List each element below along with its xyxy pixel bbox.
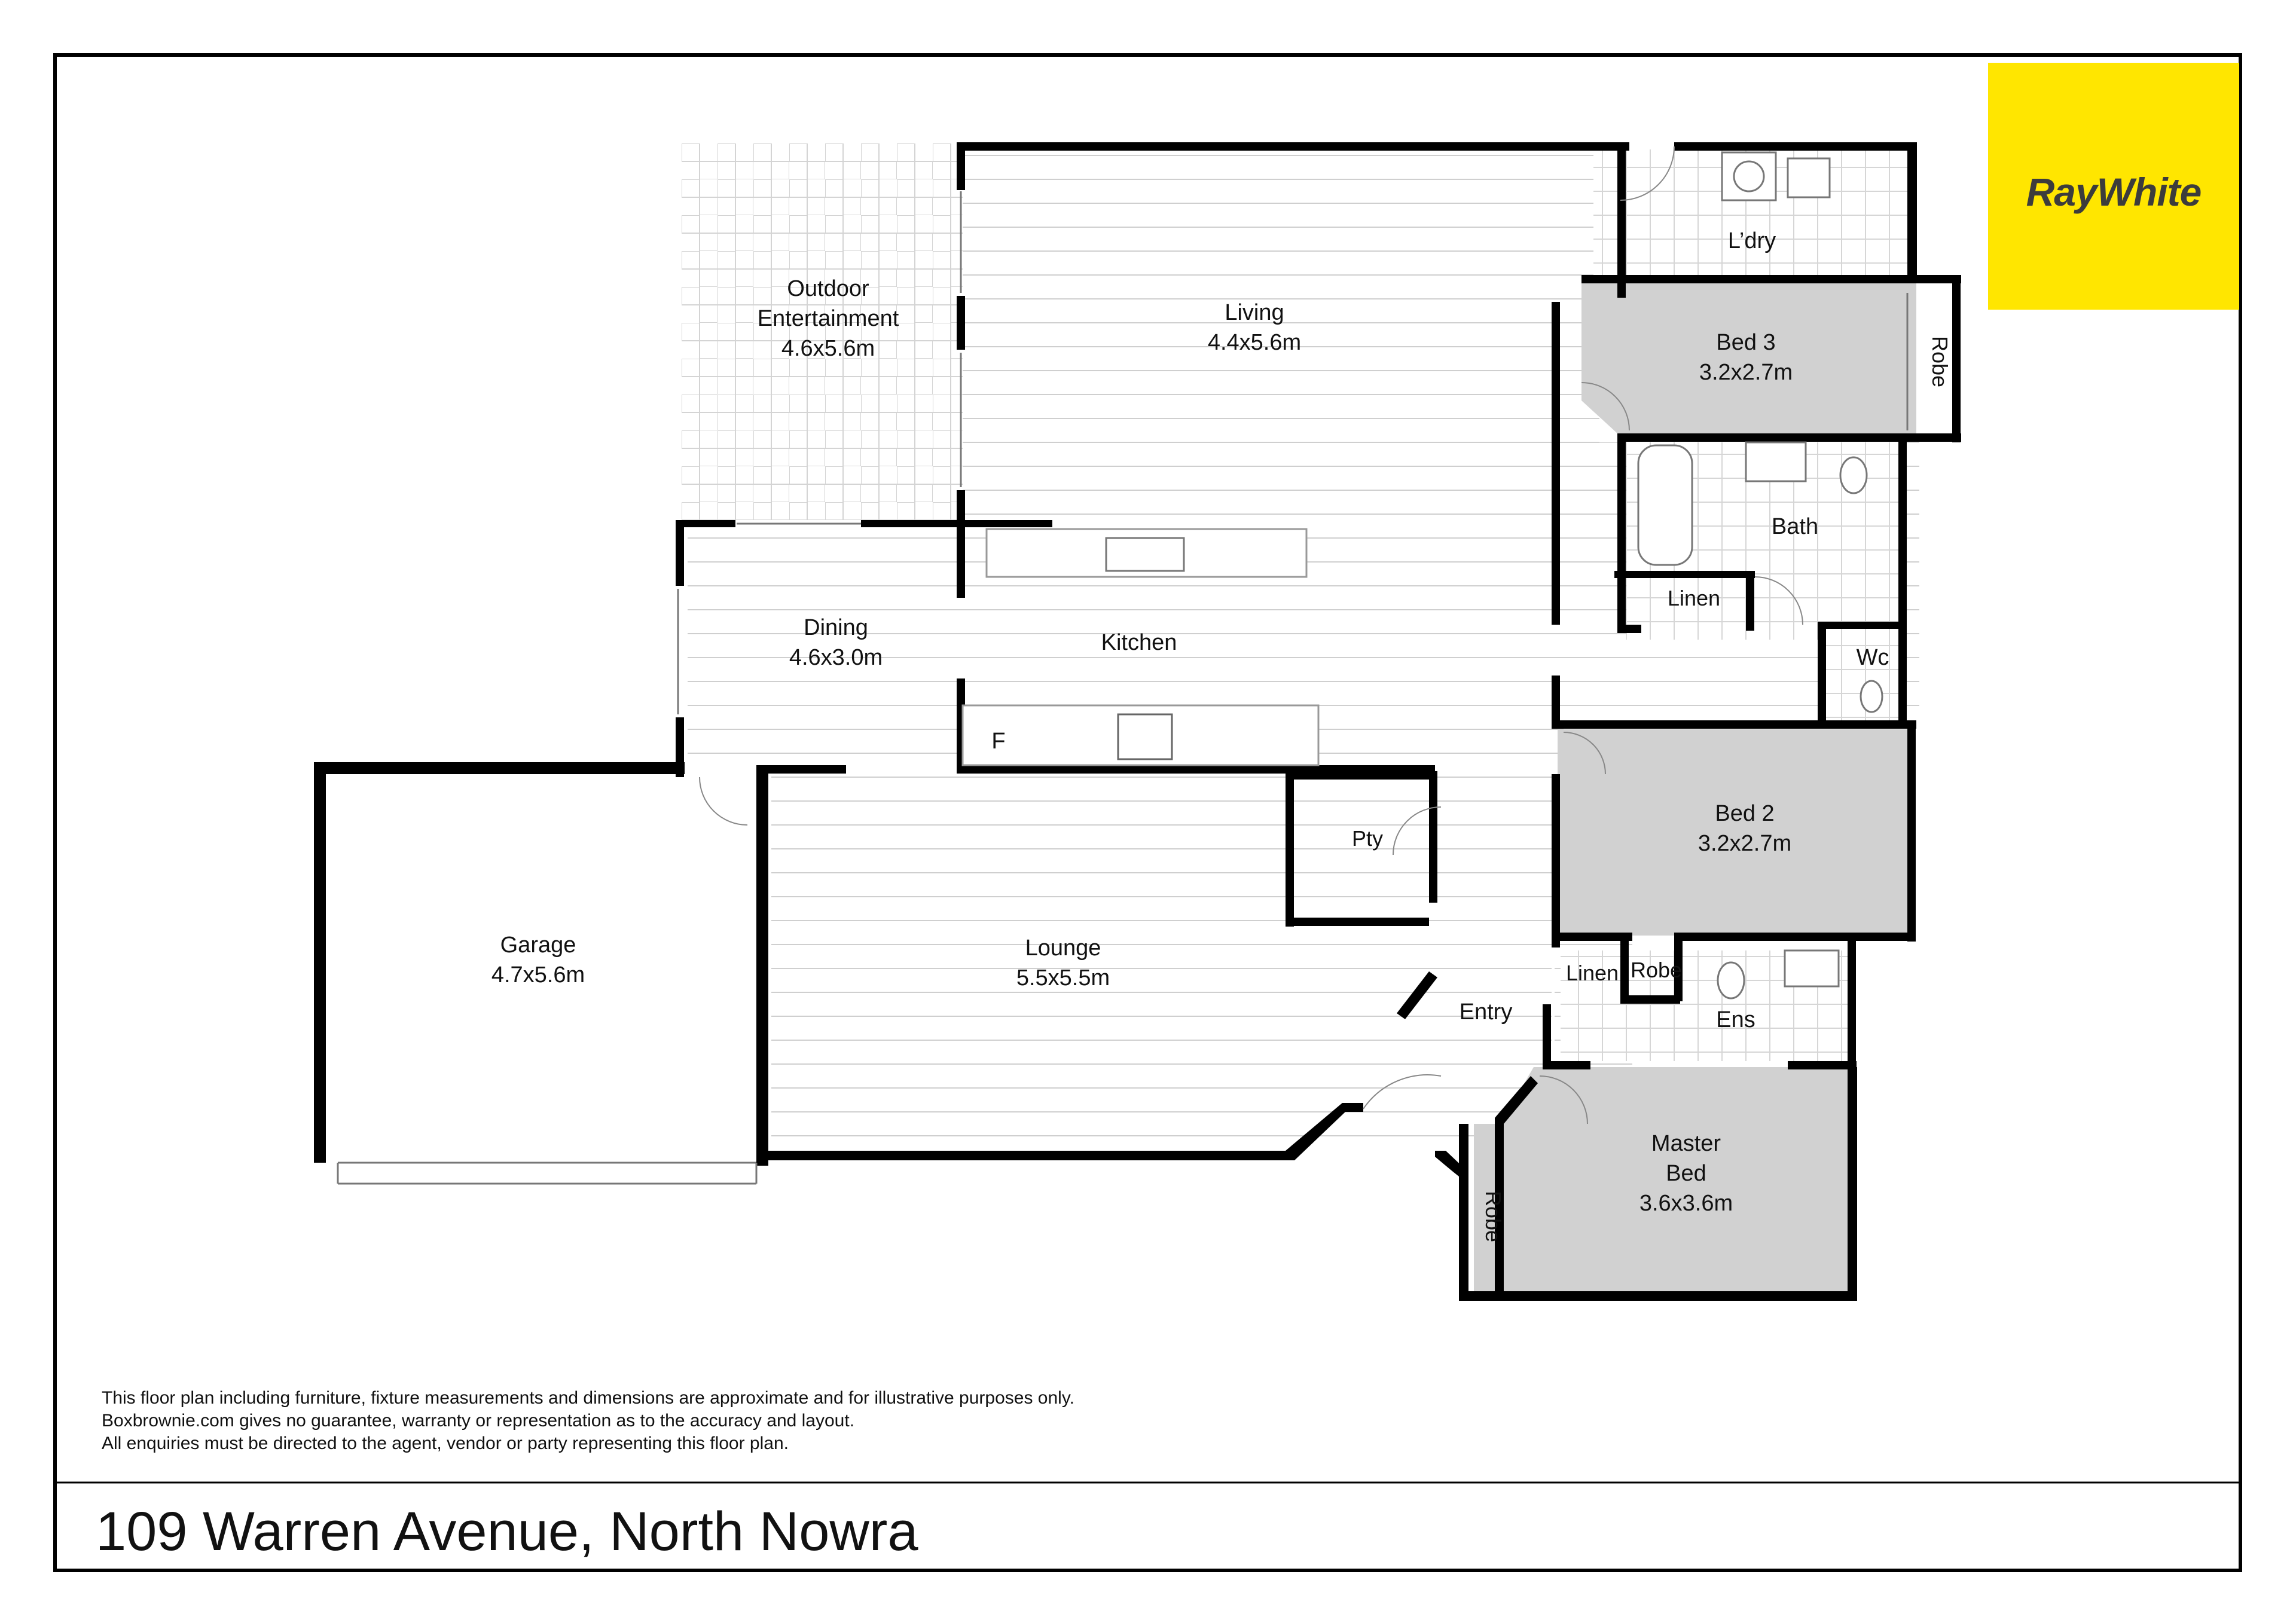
living-dim: 4.4x5.6m xyxy=(1208,330,1301,355)
logo-text: RayWhite xyxy=(2026,170,2202,214)
master-robe-label: Robe xyxy=(1481,1191,1506,1242)
raywhite-logo: RayWhite xyxy=(1988,63,2239,310)
kitchen-label: Kitchen xyxy=(1101,630,1177,655)
entry-label: Entry xyxy=(1460,1000,1513,1025)
disclaimer-line-3: All enquiries must be directed to the ag… xyxy=(102,1434,789,1453)
bed2-floor xyxy=(1558,729,1913,936)
disclaimer: This floor plan including furniture, fix… xyxy=(102,1387,1417,1455)
wc-tiles xyxy=(1824,628,1898,723)
dining-label: Dining xyxy=(804,615,868,640)
cooktop-icon xyxy=(1117,713,1173,760)
door-swings xyxy=(699,146,1803,1124)
fridge-label: F xyxy=(991,729,1005,754)
garage-dim: 4.7x5.6m xyxy=(491,962,585,988)
laundry-tub-icon xyxy=(1787,157,1831,198)
bed2-dim: 3.2x2.7m xyxy=(1698,831,1791,856)
wc-toilet-icon xyxy=(1860,680,1883,713)
bed3-dim: 3.2x2.7m xyxy=(1699,360,1793,385)
pantry-label: Pty xyxy=(1352,826,1383,851)
living-floor xyxy=(963,152,1599,523)
page-frame xyxy=(53,53,2242,1572)
outdoor-label-2: Entertainment xyxy=(758,306,899,331)
bath-linen-label: Linen xyxy=(1668,586,1720,610)
lounge-floor xyxy=(771,771,1552,1145)
kitchen-sink-icon xyxy=(1105,537,1185,572)
ensuite-label: Ens xyxy=(1716,1007,1755,1032)
bath-vanity-icon xyxy=(1745,441,1807,482)
bed3-floor xyxy=(1581,281,1916,433)
living-label: Living xyxy=(1225,300,1284,325)
ensuite-vanity-icon xyxy=(1784,949,1840,988)
outdoor-paving xyxy=(682,143,963,520)
disclaimer-line-2: Boxbrownie.com gives no guarantee, warra… xyxy=(102,1411,855,1431)
bed2-label: Bed 2 xyxy=(1715,801,1774,826)
bathtub-icon xyxy=(1637,444,1693,566)
walls xyxy=(314,142,1961,1301)
laundry-label: L’dry xyxy=(1728,228,1776,253)
master-label-1: Master xyxy=(1651,1131,1721,1156)
ensuite-robe-label: Robe xyxy=(1631,958,1682,982)
lounge-label: Lounge xyxy=(1025,936,1101,961)
dining-dim: 4.6x3.0m xyxy=(789,645,883,670)
washing-machine-icon xyxy=(1721,151,1777,201)
master-label-2: Bed xyxy=(1666,1161,1706,1186)
entry-linen-label: Linen xyxy=(1566,961,1619,985)
bed3-label: Bed 3 xyxy=(1716,330,1775,355)
toilet-icon xyxy=(1839,456,1868,494)
outdoor-dim: 4.6x5.6m xyxy=(781,336,875,361)
property-address: 109 Warren Avenue, North Nowra xyxy=(96,1501,918,1562)
windows xyxy=(337,191,1909,1185)
bath-label: Bath xyxy=(1772,514,1818,539)
lounge-dim: 5.5x5.5m xyxy=(1016,965,1110,991)
disclaimer-line-1: This floor plan including furniture, fix… xyxy=(102,1388,1074,1408)
wc-label: Wc xyxy=(1857,645,1889,670)
ensuite-toilet-icon xyxy=(1717,961,1745,1000)
master-dim: 3.6x3.6m xyxy=(1639,1191,1733,1216)
outdoor-label-1: Outdoor xyxy=(787,276,869,301)
master-floor xyxy=(1474,1067,1854,1291)
bed3-robe-label: Robe xyxy=(1928,336,1952,387)
garage-label: Garage xyxy=(500,933,576,958)
